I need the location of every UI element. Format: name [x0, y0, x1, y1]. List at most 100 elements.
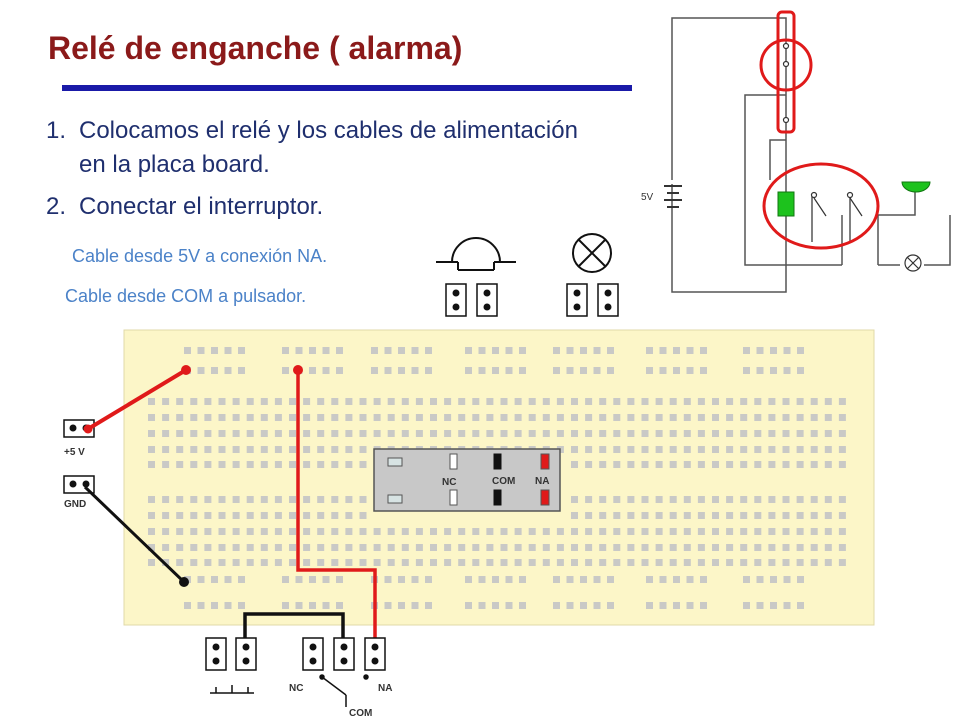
terminal-hole — [782, 430, 790, 437]
terminal-hole — [232, 559, 240, 566]
terminal-hole — [387, 430, 395, 437]
terminal-hole — [204, 544, 212, 551]
rail-hole — [211, 576, 218, 583]
terminal-hole — [387, 559, 395, 566]
terminal-hole — [317, 414, 325, 421]
terminal-hole — [345, 528, 353, 535]
terminal-hole — [697, 430, 705, 437]
terminal-hole — [514, 559, 522, 566]
terminal-hole — [613, 461, 621, 468]
terminal-hole — [148, 496, 155, 503]
rail-hole — [478, 576, 486, 583]
terminal-hole — [655, 430, 663, 437]
terminal-hole — [838, 559, 846, 566]
terminal-hole — [726, 559, 734, 566]
terminal-hole — [331, 398, 339, 405]
rail-hole — [398, 347, 405, 354]
terminal-hole — [726, 461, 734, 468]
terminal-hole — [697, 446, 705, 453]
terminal-hole — [838, 461, 846, 468]
highlight-upper-contact — [759, 38, 813, 92]
terminal-hole — [556, 430, 564, 437]
terminal-hole — [514, 414, 522, 421]
terminal-hole — [289, 528, 296, 535]
terminal-hole — [387, 528, 395, 535]
rail-hole — [224, 367, 232, 374]
terminal-hole — [641, 544, 649, 551]
terminal-hole — [359, 414, 367, 421]
rail-hole — [770, 347, 777, 354]
terminal-hole — [190, 528, 198, 535]
rail-hole — [465, 347, 472, 354]
rail-hole — [478, 602, 486, 609]
terminal-hole — [204, 398, 212, 405]
terminal-hole — [246, 512, 254, 519]
terminal-hole — [415, 528, 423, 535]
terminal-hole — [176, 496, 184, 503]
rail-hole — [607, 347, 614, 354]
terminal-hole — [162, 512, 170, 519]
terminal-hole — [331, 414, 339, 421]
terminal-hole — [824, 398, 832, 405]
terminal-hole — [331, 544, 339, 551]
terminal-hole — [824, 461, 832, 468]
rail-hole — [492, 602, 499, 609]
terminal-hole — [218, 528, 226, 535]
rail-hole — [295, 576, 303, 583]
terminal-hole — [289, 430, 296, 437]
terminal-hole — [289, 496, 296, 503]
terminal-hole — [641, 430, 649, 437]
terminal-hole — [204, 496, 212, 503]
terminal-hole — [726, 496, 734, 503]
terminal-hole — [218, 496, 226, 503]
terminal-hole — [317, 496, 325, 503]
rail-hole — [425, 576, 432, 583]
terminal-hole — [782, 512, 790, 519]
terminal-hole — [176, 414, 184, 421]
rail-hole — [384, 367, 392, 374]
terminal-hole — [683, 446, 691, 453]
rail-hole — [505, 347, 513, 354]
terminal-hole — [585, 461, 593, 468]
terminal-hole — [359, 430, 367, 437]
switch-com-label: COM — [349, 708, 372, 719]
terminal-hole — [838, 544, 846, 551]
terminal-hole — [528, 414, 536, 421]
terminal-hole — [796, 398, 804, 405]
terminal-hole — [148, 398, 155, 405]
terminal-hole — [796, 461, 804, 468]
terminal-hole — [641, 496, 649, 503]
terminal-hole — [176, 528, 184, 535]
terminal-hole — [331, 559, 339, 566]
terminal-hole — [768, 446, 776, 453]
terminal-hole — [641, 528, 649, 535]
terminal-hole — [387, 414, 395, 421]
terminal-hole — [162, 446, 170, 453]
rail-hole — [756, 347, 764, 354]
rail-hole — [580, 576, 587, 583]
rail-hole — [659, 602, 667, 609]
terminal-hole — [528, 544, 536, 551]
terminal-hole — [740, 512, 748, 519]
rail-hole — [282, 602, 289, 609]
rail-hole — [566, 602, 574, 609]
black-wire-gnd — [83, 485, 189, 587]
rail-hole — [384, 576, 392, 583]
rail-hole — [673, 347, 680, 354]
rail-hole — [580, 347, 587, 354]
terminal-hole — [796, 544, 804, 551]
terminal-hole — [669, 544, 677, 551]
terminal-hole — [486, 544, 494, 551]
terminal-hole — [556, 544, 564, 551]
terminal-hole — [303, 512, 311, 519]
terminal-hole — [204, 559, 212, 566]
terminal-hole — [359, 559, 367, 566]
rail-hole — [686, 576, 694, 583]
relay-na-label: NA — [535, 476, 549, 487]
rail-hole — [783, 576, 791, 583]
rail-hole — [673, 602, 680, 609]
rail-hole — [411, 576, 419, 583]
terminal-hole — [317, 544, 325, 551]
terminal-hole — [712, 559, 719, 566]
terminal-hole — [824, 528, 832, 535]
